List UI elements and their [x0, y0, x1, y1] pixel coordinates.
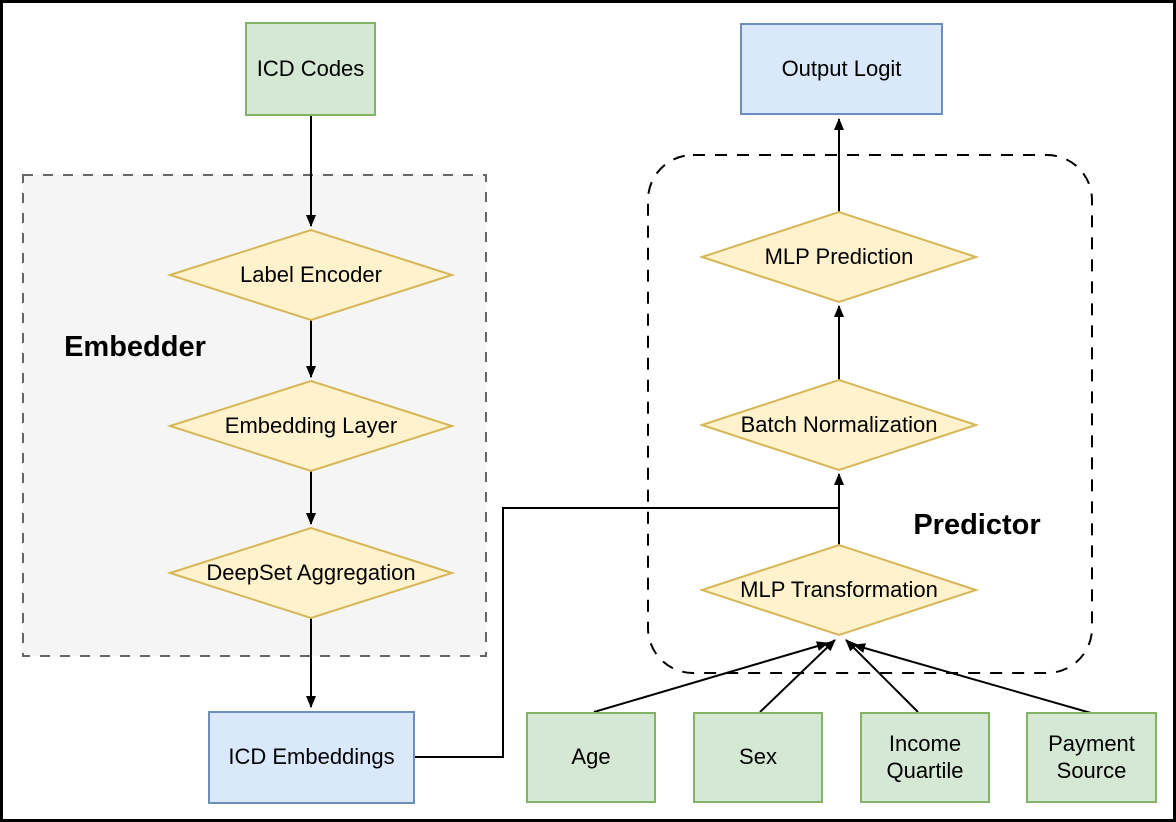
- diagram-layer: [22, 116, 1093, 758]
- payment-source-label: Payment Source: [1048, 730, 1135, 783]
- node-mlp-prediction: [698, 210, 980, 304]
- output-logit-label: Output Logit: [781, 55, 902, 81]
- node-age: Age: [526, 712, 656, 803]
- icd-codes-label: ICD Codes: [256, 55, 365, 81]
- sex-label: Sex: [739, 744, 777, 770]
- node-icd-embeddings: ICD Embeddings: [208, 711, 415, 804]
- node-income-quartile: Income Quartile: [860, 712, 990, 803]
- edge-age-mlptransformation: [593, 641, 829, 713]
- income-quartile-label: Income Quartile: [886, 730, 964, 783]
- node-payment-source: Payment Source: [1026, 712, 1157, 803]
- node-icd-codes: ICD Codes: [245, 22, 376, 116]
- node-batch-normalization: [698, 378, 980, 472]
- icd-embeddings-label: ICD Embeddings: [228, 744, 395, 770]
- predictor-group-label: Predictor: [913, 508, 1041, 541]
- predictor-group-box: [647, 154, 1093, 674]
- node-sex: Sex: [693, 712, 823, 803]
- edge-icdembeddings-connector: [415, 507, 838, 758]
- node-deepset-aggregation: [166, 526, 456, 620]
- edge-incomequartile-mlptransformation: [845, 639, 919, 713]
- edge-sex-mlptransformation: [759, 639, 836, 713]
- age-label: Age: [571, 744, 611, 770]
- node-embedding-layer: [166, 379, 456, 473]
- node-mlp-transformation: [698, 543, 980, 637]
- edge-paymentsource-mlptransformation: [853, 643, 1092, 714]
- node-output-logit: Output Logit: [740, 23, 943, 115]
- embedder-group-label: Embedder: [64, 330, 206, 363]
- node-label-encoder: [166, 228, 456, 322]
